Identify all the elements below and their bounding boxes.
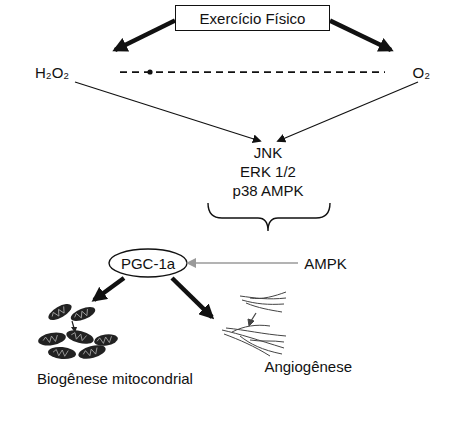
mitochondrion-body [69, 304, 97, 324]
node-label: AMPK [304, 254, 347, 273]
node-label: ERK 1/2 [240, 162, 296, 181]
connector-arrow [278, 82, 418, 141]
vessel-line [250, 292, 286, 299]
node-label: Angiogênese [264, 357, 352, 376]
process-box: Exercício Físico [175, 5, 330, 31]
mitochondrion-cristae [51, 306, 67, 319]
mitochondrion-cristae [83, 348, 99, 358]
mitochondrion [65, 328, 95, 346]
vessel-illustration [222, 292, 286, 356]
node-label: JNK [254, 143, 282, 162]
connector-arrow [115, 21, 175, 50]
node-label: p38 AMPK [233, 181, 304, 200]
mitochondrion-body [46, 301, 74, 324]
mitochondrion-cristae [74, 309, 90, 320]
connector-arrow [94, 278, 124, 300]
connector-arrow [330, 21, 391, 50]
group-brace [208, 203, 330, 231]
mitochondrion [46, 301, 74, 324]
mitochondrion [48, 346, 77, 360]
vessel-line [224, 334, 270, 356]
mitochondrion-cristae [43, 335, 59, 344]
mitochondrion [93, 333, 118, 347]
vessel-line [240, 336, 282, 354]
node-label: PGC-1a [121, 254, 175, 273]
connector-arrow [172, 278, 212, 317]
text-node: Biogênese mitocondrial [10, 300, 220, 388]
text-node: O₂ [385, 50, 445, 82]
mitochondrion-cristae [97, 336, 113, 344]
mitochondrion-body [93, 333, 118, 347]
small-arrow-shaft [72, 321, 74, 328]
connector-arrow [188, 262, 298, 264]
vessel-line [222, 330, 284, 348]
text-node: AMPK [298, 253, 353, 273]
mitochondrion-body [37, 331, 67, 348]
mitochondrion-body [48, 346, 77, 360]
text-node: H₂O₂ [20, 50, 120, 82]
vessel-line [250, 340, 284, 342]
mitochondrion-cristae [53, 349, 68, 356]
connector-arrow [120, 71, 385, 73]
vessel-line [232, 325, 270, 332]
small-arrow-head [248, 319, 254, 326]
node-label: H₂O₂ [35, 63, 69, 82]
text-node: JNKERK 1/2p38 AMPK [218, 141, 318, 201]
node-label: Biogênese mitocondrial [37, 369, 193, 388]
mitochondrion-body [65, 328, 95, 346]
dashed-line-dot [147, 69, 152, 74]
mitochondrion [37, 331, 67, 348]
mitochondrion-cristae [71, 332, 87, 341]
connector-arrow [75, 82, 260, 141]
vessel-line [246, 303, 282, 312]
text-node: Angiogênese [212, 292, 362, 376]
mitochondria-illustration [37, 301, 118, 362]
ellipse-shape [109, 249, 187, 277]
mitochondrion [69, 304, 97, 324]
mitochondrion-body [77, 343, 107, 362]
node-label: O₂ [413, 63, 431, 82]
process-ellipse: PGC-1a [108, 248, 188, 278]
node-label: Exercício Físico [200, 9, 306, 28]
mitochondrion [77, 343, 107, 362]
vessel-line [226, 328, 286, 336]
